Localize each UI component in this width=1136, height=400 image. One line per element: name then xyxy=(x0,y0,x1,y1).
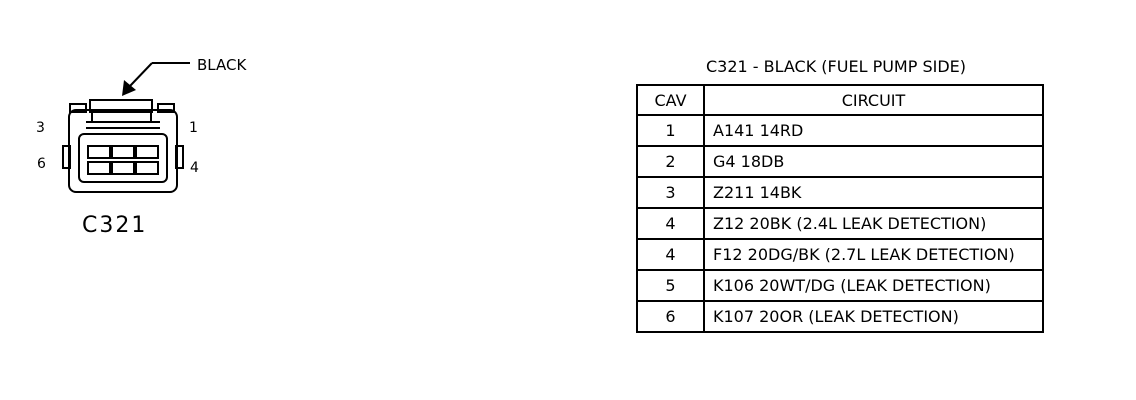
connector-diagram: BLACK 3 1 6 4 C321 xyxy=(36,56,247,238)
connector-body xyxy=(62,99,184,193)
table-row: 6 K107 20OR (LEAK DETECTION) xyxy=(636,300,1044,333)
cell-circuit: Z12 20BK (2.4L LEAK DETECTION) xyxy=(703,207,1044,240)
pinout-table: CAV CIRCUIT 1 A141 14RD 2 G4 18DB 3 Z211… xyxy=(636,84,1044,333)
cell-cav: 5 xyxy=(636,269,705,302)
cavity-label-6: 6 xyxy=(37,156,46,172)
table-row: 3 Z211 14BK xyxy=(636,176,1044,209)
table-row: 5 K106 20WT/DG (LEAK DETECTION) xyxy=(636,269,1044,302)
cavity-label-3: 3 xyxy=(36,120,45,136)
connector-name: C321 xyxy=(82,213,147,238)
table-row: 2 G4 18DB xyxy=(636,145,1044,178)
cell-circuit: A141 14RD xyxy=(703,114,1044,147)
cavity-label-1: 1 xyxy=(189,120,198,136)
cell-cav: 3 xyxy=(636,176,705,209)
cell-circuit: K107 20OR (LEAK DETECTION) xyxy=(703,300,1044,333)
connector-terminals xyxy=(87,145,159,175)
cell-cav: 6 xyxy=(636,300,705,333)
table-row: 1 A141 14RD xyxy=(636,114,1044,147)
cell-circuit: G4 18DB xyxy=(703,145,1044,178)
cell-circuit: F12 20DG/BK (2.7L LEAK DETECTION) xyxy=(703,238,1044,271)
cavity-label-4: 4 xyxy=(190,160,199,176)
table-row: 4 Z12 20BK (2.4L LEAK DETECTION) xyxy=(636,207,1044,240)
connector-color-label: BLACK xyxy=(197,56,247,74)
table-title: C321 - BLACK (FUEL PUMP SIDE) xyxy=(705,57,967,76)
table-header-row: CAV CIRCUIT xyxy=(636,84,1044,116)
header-cav: CAV xyxy=(636,84,705,116)
cell-cav: 1 xyxy=(636,114,705,147)
table-row: 4 F12 20DG/BK (2.7L LEAK DETECTION) xyxy=(636,238,1044,271)
cell-circuit: Z211 14BK xyxy=(703,176,1044,209)
cell-cav: 4 xyxy=(636,207,705,240)
color-leader-arrow xyxy=(122,62,190,96)
cell-circuit: K106 20WT/DG (LEAK DETECTION) xyxy=(703,269,1044,302)
header-circuit: CIRCUIT xyxy=(703,84,1044,116)
cell-cav: 2 xyxy=(636,145,705,178)
cell-cav: 4 xyxy=(636,238,705,271)
